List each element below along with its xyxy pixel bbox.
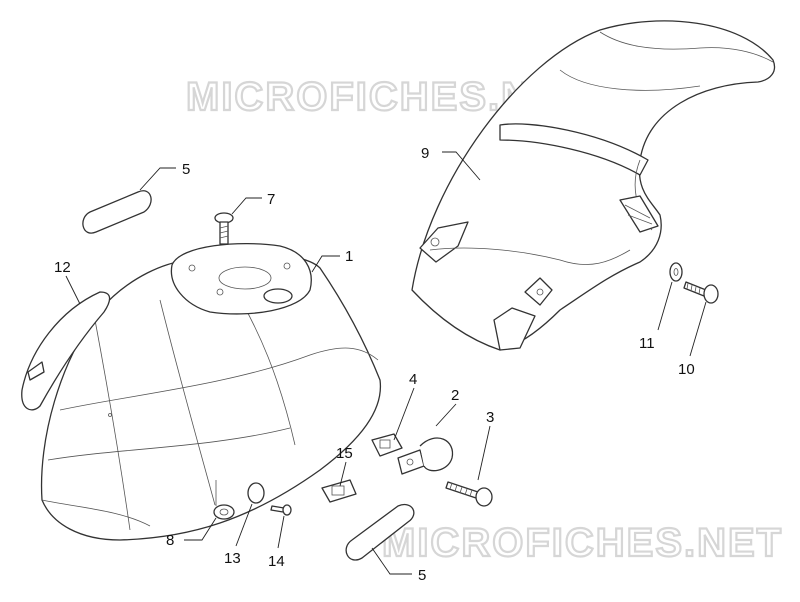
leader-5-bottom	[371, 547, 412, 575]
part-14-screw	[270, 504, 292, 516]
leader-10	[689, 301, 707, 357]
leader-7	[231, 197, 262, 215]
leader-3	[477, 425, 491, 481]
leader-9	[442, 151, 481, 181]
part-4-clip	[371, 433, 403, 457]
callout-12: 12	[54, 259, 71, 276]
callout-3: 3	[486, 409, 494, 426]
part-5-bottom-pad	[345, 503, 415, 561]
part-13-plug	[247, 482, 265, 504]
callout-8: 8	[166, 532, 174, 549]
leader-12	[65, 275, 81, 305]
callout-10: 10	[678, 361, 695, 378]
callout-9: 9	[421, 145, 429, 162]
leader-14	[277, 515, 285, 549]
callout-13: 13	[224, 550, 241, 567]
part-9-rear-fender	[411, 20, 776, 351]
callout-14: 14	[268, 553, 285, 570]
leader-1	[311, 255, 340, 273]
leader-13	[235, 503, 253, 547]
callout-7: 7	[267, 191, 275, 208]
leader-2	[435, 403, 457, 427]
part-7-screw	[214, 212, 234, 245]
leader-5-top	[139, 167, 176, 191]
part-10-screw	[683, 281, 719, 304]
part-15-clip	[321, 479, 357, 503]
leader-8	[184, 517, 217, 541]
part-3-screw	[445, 481, 493, 507]
watermark-bottom: MICROFICHES.NET	[382, 521, 783, 565]
callout-4: 4	[409, 371, 417, 388]
callout-1: 1	[345, 248, 353, 265]
leader-11	[657, 281, 673, 331]
part-12-side-trim	[21, 291, 111, 411]
callout-5-top: 5	[182, 161, 190, 178]
callout-2: 2	[451, 387, 459, 404]
callout-5-bottom: 5	[418, 567, 426, 584]
callout-11: 11	[639, 335, 655, 352]
part-8-washer	[213, 504, 235, 520]
part-5-top-pad	[82, 190, 152, 234]
leader-15	[339, 461, 347, 487]
part-11-washer	[669, 262, 683, 282]
part-1-front-fender	[40, 242, 382, 541]
part-2-clamp	[397, 437, 454, 475]
leader-4	[393, 387, 415, 441]
callout-15: 15	[336, 445, 353, 462]
